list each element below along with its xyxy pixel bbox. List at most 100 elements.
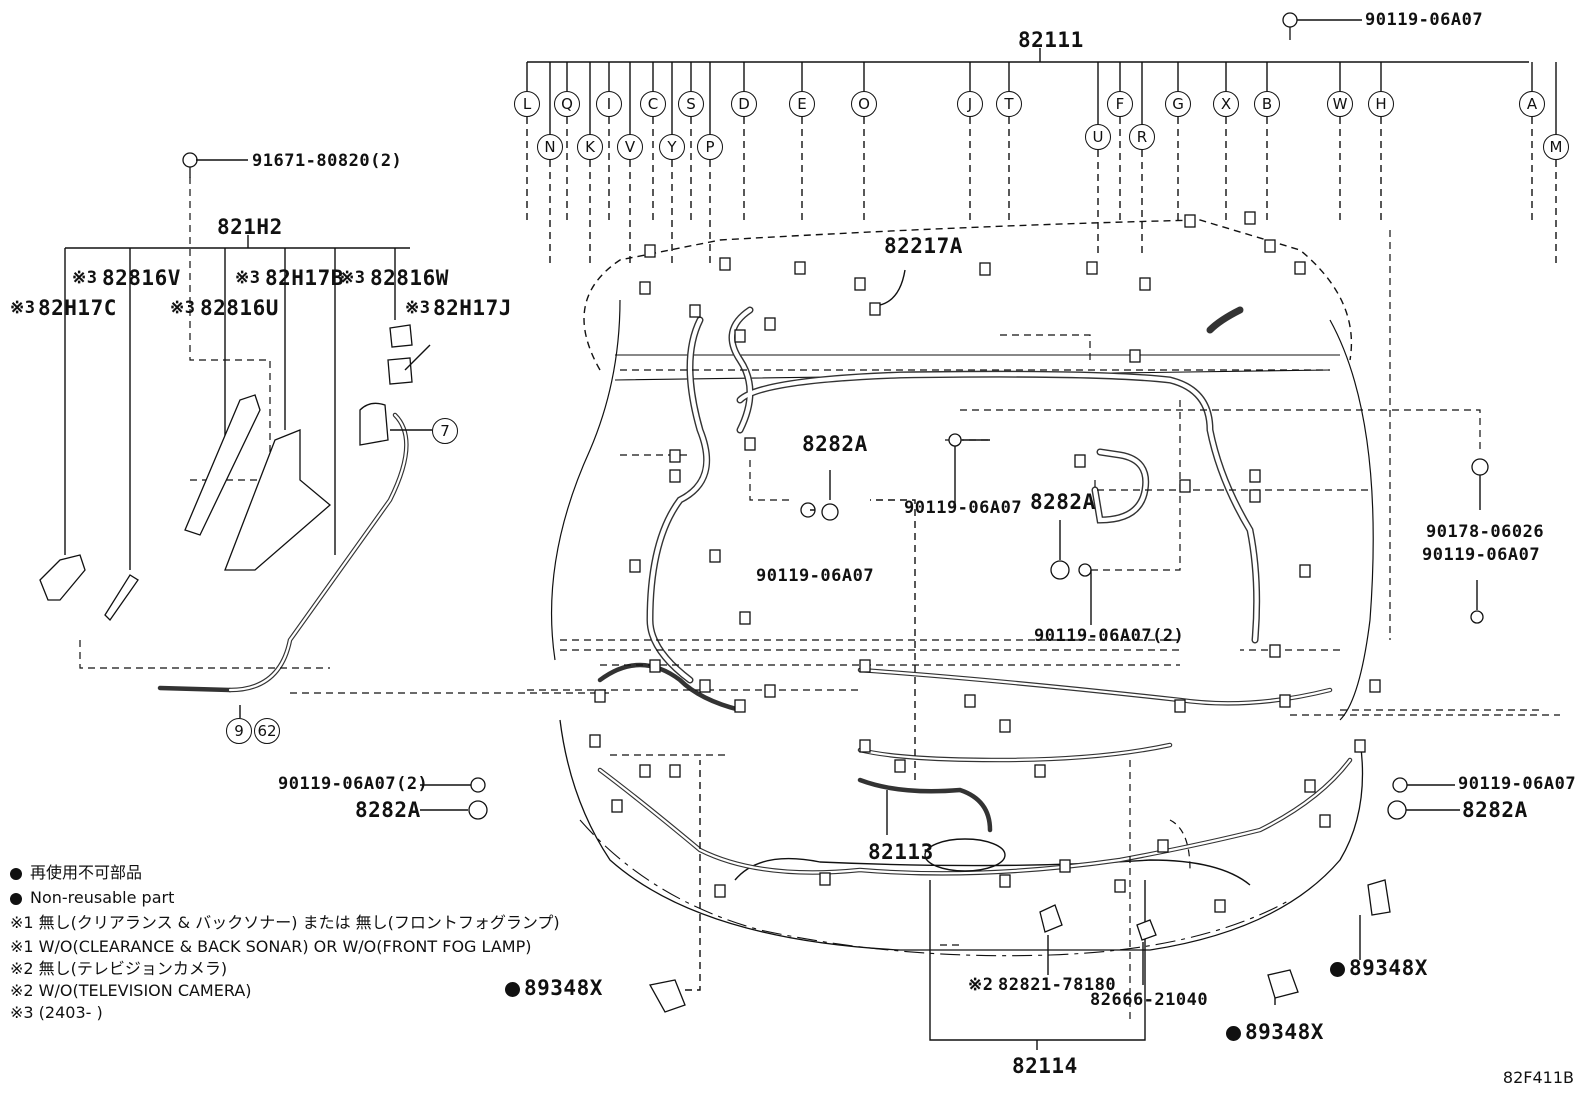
harness-connector	[719, 257, 731, 271]
vehicle-body-outline	[583, 219, 1353, 371]
connector-circle-m: M	[1543, 134, 1569, 160]
diagram-code: 82F411B	[1502, 1068, 1574, 1087]
mark-3-82H17J: ※3	[405, 298, 431, 318]
harness-connector	[869, 302, 881, 316]
connector-circle-c: C	[640, 91, 666, 117]
harness-connector	[999, 874, 1011, 888]
label-82666: 82666-21040	[1090, 990, 1209, 1010]
label-90119-left2: 90119-06A07(2)	[278, 774, 429, 794]
label-90119-center: 90119-06A07	[904, 498, 1023, 518]
label-82217A: 82217A	[884, 234, 963, 258]
harness-connector	[819, 872, 831, 886]
harness-connector	[999, 719, 1011, 733]
harness-connector	[1299, 564, 1311, 578]
harness-connector	[1244, 211, 1256, 225]
label-82113: 82113	[868, 840, 934, 864]
label-8282A-right: 8282A	[1462, 798, 1528, 822]
harness-connector	[669, 449, 681, 463]
connector-circle-y: Y	[659, 134, 685, 160]
harness-connector	[1319, 814, 1331, 828]
mark-3-82816V: ※3	[72, 268, 98, 288]
harness-connector	[699, 679, 711, 693]
bracket-82H17B	[224, 429, 332, 571]
label-82H17B: 82H17B	[265, 266, 344, 290]
connector-circle-g: G	[1165, 91, 1191, 117]
non-reusable-dot-icon	[10, 867, 22, 880]
clip-82816V	[104, 574, 139, 622]
harness-connector	[854, 277, 866, 291]
harness-connector	[629, 559, 641, 573]
legend-line-5: ※2 無し(テレビジョンカメラ)	[10, 959, 228, 978]
connector-82H17J	[387, 357, 413, 385]
non-reusable-dot-icon	[505, 981, 520, 997]
harness-connector	[1249, 469, 1261, 483]
label-89348X-right2: 89348X	[1226, 1020, 1324, 1044]
mark-3-82816U: ※3	[170, 298, 196, 318]
connector-7	[359, 402, 389, 446]
harness-connector	[964, 694, 976, 708]
connector-circle-r: R	[1129, 124, 1155, 150]
connector-circle-o: O	[851, 91, 877, 117]
connector-circle-k: K	[577, 134, 603, 160]
clip-82666	[1136, 919, 1157, 941]
connector-circle-d: D	[731, 91, 757, 117]
harness-connector	[709, 549, 721, 563]
label-90119-right: 90119-06A07	[1422, 545, 1541, 565]
harness-connector	[1279, 694, 1291, 708]
harness-connector	[1264, 239, 1276, 253]
harness-connector	[764, 317, 776, 331]
connector-circle-i: I	[596, 91, 622, 117]
bracket-82816U	[184, 394, 261, 536]
label-82816V: 82816V	[102, 266, 181, 290]
harness-connector	[894, 759, 906, 773]
label-90119-left-mid: 90119-06A07	[756, 566, 875, 586]
connector-circle-p: P	[697, 134, 723, 160]
label-82816U: 82816U	[200, 296, 279, 320]
harness-connector	[764, 684, 776, 698]
legend-line-4: ※1 W/O(CLEARANCE & BACK SONAR) OR W/O(FR…	[10, 937, 532, 956]
non-reusable-dot-icon	[10, 892, 22, 905]
harness-connector	[1174, 699, 1186, 713]
legend-line-6: ※2 W/O(TELEVISION CAMERA)	[10, 981, 252, 1000]
label-91671: 91671-80820(2)	[252, 151, 403, 171]
harness-connector	[639, 764, 651, 778]
harness-connector	[1129, 349, 1141, 363]
harness-connector	[1114, 879, 1126, 893]
connector-circle-q: Q	[554, 91, 580, 117]
label-90119-mid2: 90119-06A07(2)	[1034, 626, 1185, 646]
harness-connector	[1059, 859, 1071, 873]
harness-connector	[639, 281, 651, 295]
harness-connector	[1249, 489, 1261, 503]
mark-3-82816W: ※3	[340, 268, 366, 288]
label-8282A-center: 8282A	[802, 432, 868, 456]
harness-connector	[859, 659, 871, 673]
harness-connector	[1214, 899, 1226, 913]
harness-connector	[1074, 454, 1086, 468]
connector-circle-a: A	[1519, 91, 1545, 117]
legend-line-1: 再使用不可部品	[10, 862, 142, 884]
connector-circle-j: J	[957, 91, 983, 117]
connector-circle-n: N	[537, 134, 563, 160]
callout-62: 62	[254, 718, 280, 744]
harness-connector	[689, 304, 701, 318]
mark-3-82H17C: ※3	[10, 298, 36, 318]
harness-connector	[669, 764, 681, 778]
non-reusable-dot-icon	[1330, 961, 1345, 977]
connector-circle-x: X	[1213, 91, 1239, 117]
legend-line-7: ※3 (2403- )	[10, 1003, 103, 1022]
harness-connector	[1179, 479, 1191, 493]
label-8282A-mid: 8282A	[1030, 490, 1096, 514]
harness-connector	[611, 799, 623, 813]
mark-2-82821: ※2	[968, 975, 994, 995]
connector-circle-b: B	[1254, 91, 1280, 117]
label-821H2: 821H2	[217, 215, 283, 239]
label-82114: 82114	[1012, 1054, 1078, 1078]
connector-circle-s: S	[678, 91, 704, 117]
harness-connector	[1369, 679, 1381, 693]
mark-3-82H17B: ※3	[235, 268, 261, 288]
connector-circle-h: H	[1368, 91, 1394, 117]
harness-connector	[744, 437, 756, 451]
harness-connector	[649, 659, 661, 673]
label-82H17C: 82H17C	[38, 296, 117, 320]
